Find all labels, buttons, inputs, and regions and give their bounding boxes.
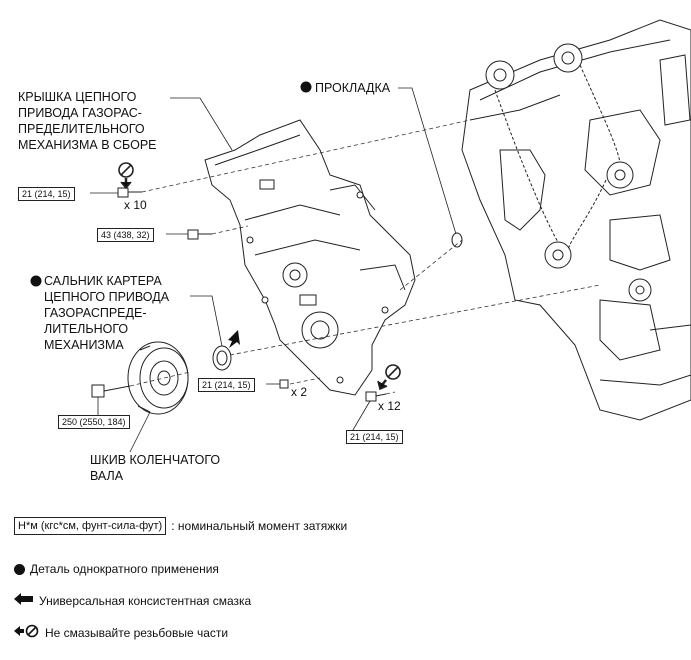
oil-seal <box>212 345 232 371</box>
engine-block <box>461 19 691 421</box>
legend-no-oil-text: Не смазывайте резьбовые части <box>45 626 229 640</box>
legend-grease: Универсальная консистентная смазка <box>14 593 251 609</box>
torque-box-2: 43 (438, 32) <box>97 228 154 242</box>
label-oil-seal: САЛЬНИК КАРТЕРА ЦЕПНОГО ПРИВОДА ГАЗОРАСП… <box>44 274 170 352</box>
label-gasket: ПРОКЛАДКА <box>315 81 391 95</box>
leader-lines <box>90 87 457 453</box>
legend-non-reusable: Деталь однократного применения <box>14 561 219 577</box>
crankshaft-pulley <box>127 341 189 415</box>
legend-torque-desc: : номинальный момент затяжки <box>171 519 348 533</box>
filled-circle-icon <box>14 563 25 575</box>
no-oil-arrow-icon <box>14 624 40 642</box>
grease-arrow-icon <box>228 330 240 348</box>
non-reusable-dot-gasket <box>300 81 312 93</box>
quantity-label-1: x 10 <box>124 198 147 212</box>
arrow-left-icon <box>14 593 34 609</box>
timing-chain-cover <box>204 119 416 396</box>
torque-box-3: 21 (214, 15) <box>198 378 255 392</box>
quantity-label-2: x 2 <box>291 385 308 399</box>
torque-box-5: 21 (214, 15) <box>346 430 403 444</box>
legend-torque-unit: Н*м (кгс*см, фунт-сила-фут) <box>14 517 167 535</box>
alignment-lines <box>129 119 601 395</box>
legend-torque: Н*м (кгс*см, фунт-сила-фут) : номинальны… <box>14 517 347 535</box>
non-reusable-dot-seal <box>30 275 42 287</box>
label-cover-assy: КРЫШКА ЦЕПНОГО ПРИВОДА ГАЗОРАС- ПРЕДЕЛИТ… <box>18 90 157 152</box>
label-pulley: ШКИВ КОЛЕНЧАТОГО ВАЛА <box>90 453 221 483</box>
legend-no-oil: Не смазывайте резьбовые части <box>14 624 228 642</box>
torque-box-4: 250 (2550, 184) <box>58 415 130 429</box>
torque-box-1: 21 (214, 15) <box>18 187 75 201</box>
no-oil-icon <box>118 162 134 190</box>
quantity-label-3: x 12 <box>378 399 401 413</box>
legend-grease-text: Универсальная консистентная смазка <box>39 594 252 608</box>
o-ring-gasket <box>451 232 463 248</box>
legend-non-reusable-text: Деталь однократного применения <box>30 562 219 576</box>
no-oil-icon-2 <box>377 364 401 391</box>
